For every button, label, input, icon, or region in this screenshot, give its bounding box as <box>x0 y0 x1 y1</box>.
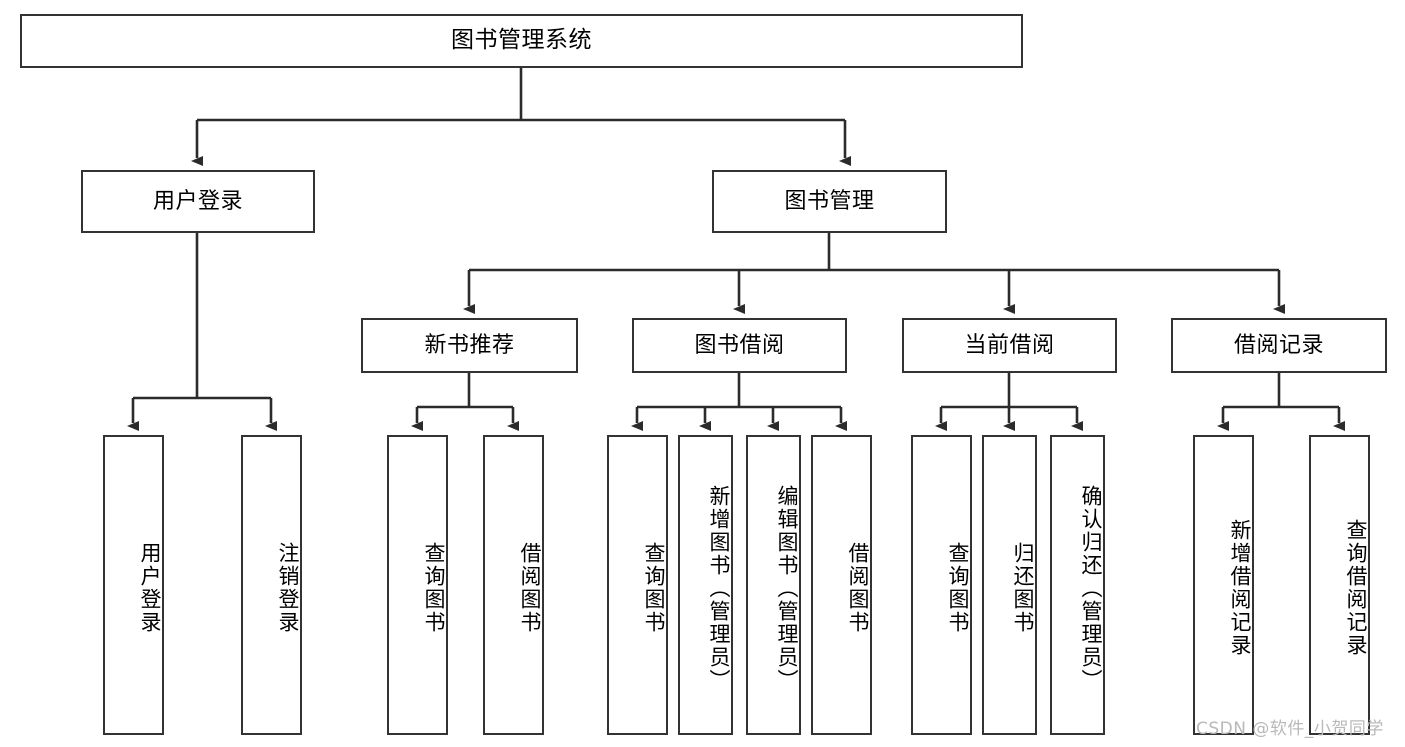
csdn-watermark: CSDN @软件_小贺同学 <box>1196 719 1384 739</box>
node-label: 图书管理 <box>784 188 875 214</box>
node-label: 编辑图书（管理员） <box>775 484 799 692</box>
node-label: 注销登录 <box>276 542 300 634</box>
node-book-borrow[interactable]: 图书借阅 <box>632 318 847 373</box>
leaf-borrow-book[interactable]: 借阅图书 <box>811 435 872 735</box>
node-label: 查询图书 <box>642 542 666 634</box>
node-new-book-recommend[interactable]: 新书推荐 <box>361 318 578 373</box>
leaf-add-borrow-record[interactable]: 新增借阅记录 <box>1193 435 1254 735</box>
node-label: 新增借阅记录 <box>1228 519 1252 657</box>
leaf-query-book-borrow[interactable]: 查询图书 <box>607 435 668 735</box>
node-book-management[interactable]: 图书管理 <box>712 170 947 233</box>
node-label: 查询图书 <box>422 542 446 634</box>
leaf-query-book-current[interactable]: 查询图书 <box>911 435 972 735</box>
leaf-confirm-return-admin[interactable]: 确认归还（管理员） <box>1050 435 1105 735</box>
node-label: 图书管理系统 <box>451 27 592 54</box>
node-borrow-record[interactable]: 借阅记录 <box>1171 318 1387 373</box>
node-label: 归还图书 <box>1011 542 1035 634</box>
leaf-query-borrow-record[interactable]: 查询借阅记录 <box>1309 435 1370 735</box>
leaf-return-book[interactable]: 归还图书 <box>982 435 1037 735</box>
leaf-borrow-book-recommend[interactable]: 借阅图书 <box>483 435 544 735</box>
node-label: 新书推荐 <box>424 332 515 358</box>
node-user-login[interactable]: 用户登录 <box>81 170 315 233</box>
leaf-logout[interactable]: 注销登录 <box>241 435 302 735</box>
node-label: 查询借阅记录 <box>1344 519 1368 657</box>
node-label: 借阅图书 <box>846 542 870 634</box>
leaf-user-login[interactable]: 用户登录 <box>103 435 164 735</box>
node-label: 确认归还（管理员） <box>1079 484 1103 692</box>
node-label: 图书借阅 <box>694 332 785 358</box>
leaf-add-book-admin[interactable]: 新增图书（管理员） <box>678 435 733 735</box>
node-label: 用户登录 <box>152 188 243 214</box>
node-label: 当前借阅 <box>964 332 1055 358</box>
leaf-query-book-recommend[interactable]: 查询图书 <box>387 435 448 735</box>
leaf-edit-book-admin[interactable]: 编辑图书（管理员） <box>746 435 801 735</box>
node-label: 借阅记录 <box>1233 332 1324 358</box>
node-label: 新增图书（管理员） <box>707 484 731 692</box>
node-label: 查询图书 <box>946 542 970 634</box>
node-current-borrow[interactable]: 当前借阅 <box>902 318 1117 373</box>
node-label: 用户登录 <box>138 542 162 634</box>
node-label: 借阅图书 <box>518 542 542 634</box>
node-root-system[interactable]: 图书管理系统 <box>20 14 1023 68</box>
